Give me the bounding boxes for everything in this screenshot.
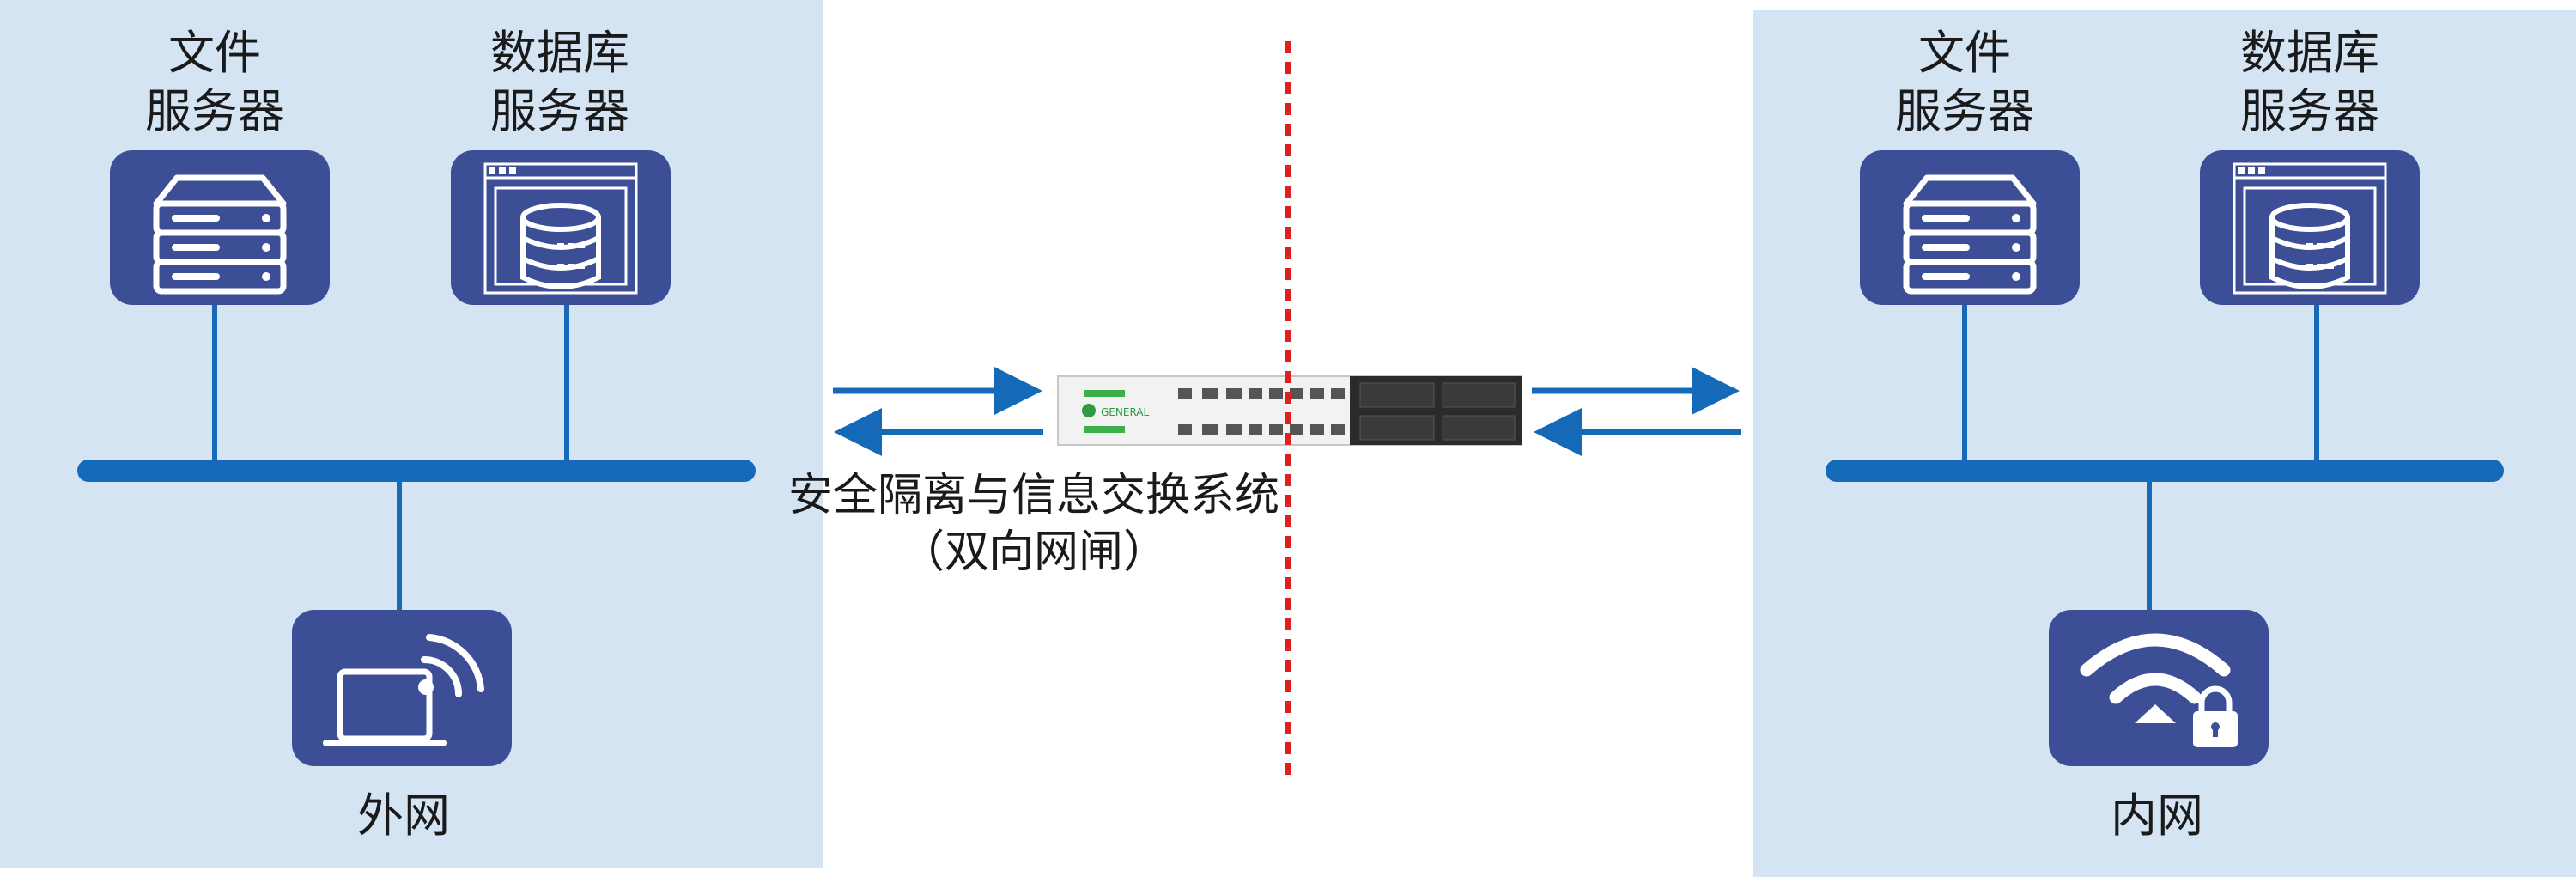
endpoint-link [2147, 479, 2152, 612]
wifi-lock-icon [2049, 610, 2269, 766]
laptop-wireless-icon [292, 610, 512, 766]
file-server-label: 文件 服务器 [1895, 24, 2034, 141]
file-server-link [212, 301, 217, 464]
db-server-link [564, 301, 569, 464]
file-server-label: 文件 服务器 [145, 24, 284, 141]
database-server-icon [451, 150, 671, 305]
gateway-brand-text: GENERAL [1101, 406, 1150, 418]
file-server-label-line1: 文件 [168, 26, 261, 80]
db-server-label-line2: 服务器 [490, 84, 629, 138]
db-server-label-line2: 服务器 [2240, 84, 2379, 138]
database-server-icon [2200, 150, 2420, 305]
db-server-label: 数据库 服务器 [2240, 24, 2379, 141]
external-network-panel: 文件 服务器 数据库 服务器 [0, 0, 823, 868]
file-server-label-line2: 服务器 [1895, 84, 2034, 138]
external-network-label: 外网 [357, 789, 450, 843]
file-server-link [1962, 301, 1967, 464]
db-server-label-line1: 数据库 [2240, 26, 2379, 80]
file-server-label-line2: 服务器 [145, 84, 284, 138]
internal-network-label: 内网 [2111, 789, 2203, 843]
file-server-icon [110, 150, 330, 305]
db-server-label-line1: 数据库 [490, 26, 629, 80]
endpoint-link [397, 479, 402, 612]
external-network-bus [77, 460, 756, 482]
file-server-icon [1860, 150, 2080, 305]
db-server-link [2314, 301, 2319, 464]
file-server-label-line1: 文件 [1918, 26, 2011, 80]
gateway-subtitle: （双向网闸） [899, 527, 1169, 578]
internal-network-panel: 文件 服务器 数据库 服务器 [1753, 10, 2576, 877]
internal-network-bus [1826, 460, 2504, 482]
gateway-device-icon: GENERAL [1057, 375, 1522, 446]
db-server-label: 数据库 服务器 [490, 24, 629, 141]
gateway-title: 安全隔离与信息交换系统 [787, 470, 1280, 521]
